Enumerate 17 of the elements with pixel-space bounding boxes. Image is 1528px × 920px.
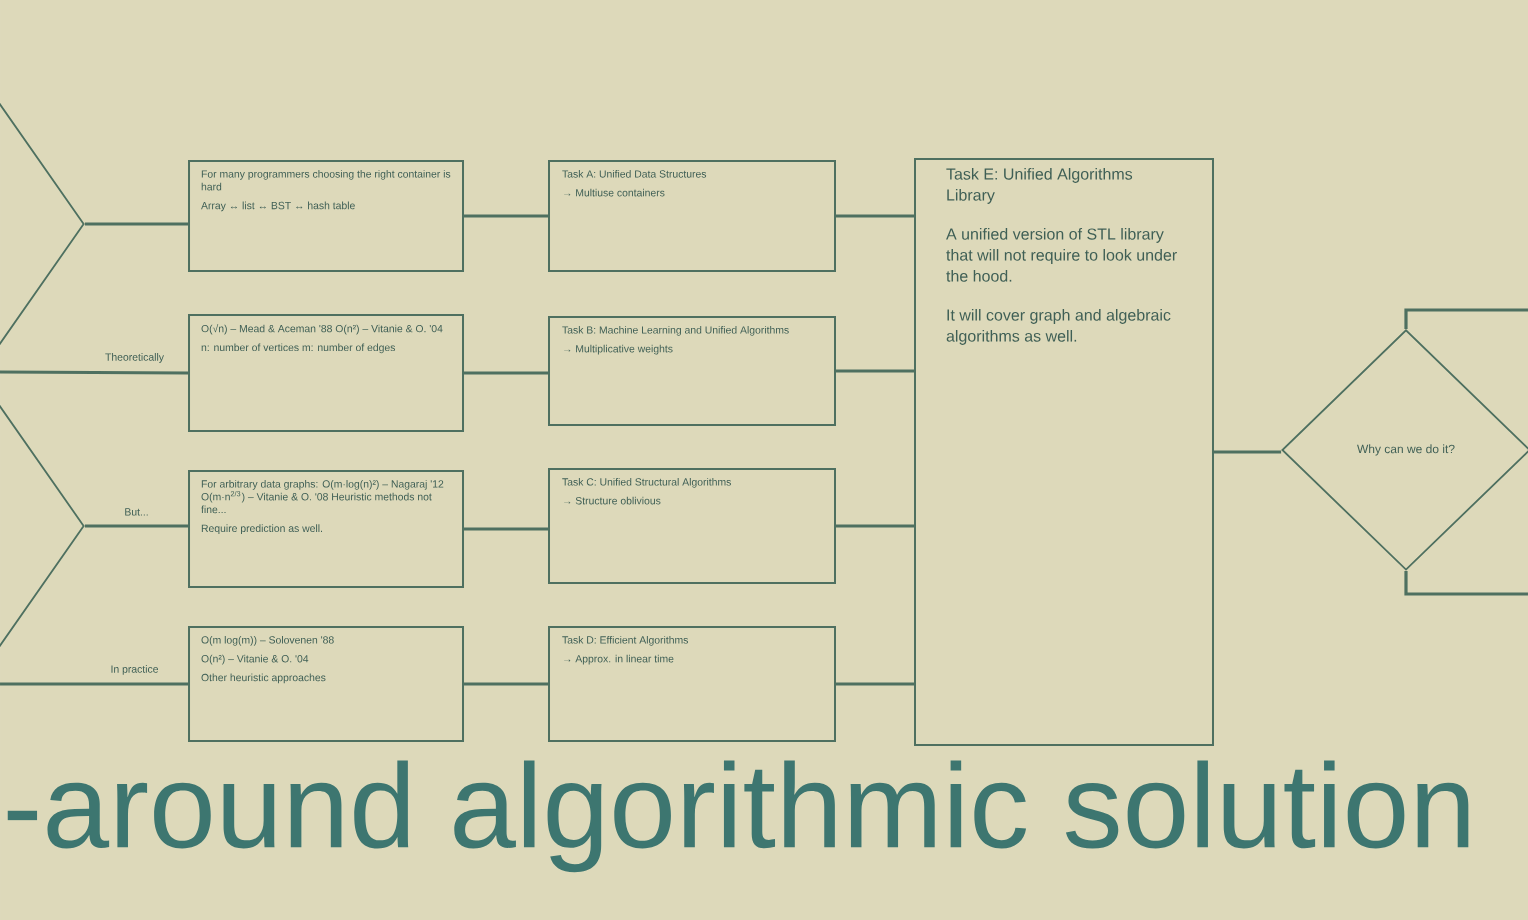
connector-line bbox=[0, 682, 188, 686]
connector-line bbox=[84, 222, 188, 226]
connector-line bbox=[1404, 308, 1528, 330]
title: -around algorithmic solution bbox=[7, 760, 1469, 873]
connector-line bbox=[1404, 570, 1528, 596]
connector-line bbox=[464, 214, 548, 218]
connector-line bbox=[464, 682, 548, 686]
connector-line bbox=[0, 370, 188, 375]
connector-line bbox=[836, 214, 914, 218]
connector-line bbox=[836, 369, 914, 373]
connector-line bbox=[464, 371, 548, 375]
connector-line bbox=[1214, 450, 1282, 454]
connector-line bbox=[464, 527, 548, 531]
library-box: Task E: Unified Algorithms Library A unified version of STL library that will not require to look under the hood. It will cover graph and algebraic algorithms as well. bbox=[914, 158, 1214, 746]
connector-line bbox=[836, 682, 914, 686]
connector-line bbox=[84, 524, 188, 528]
connector-line bbox=[836, 524, 914, 528]
